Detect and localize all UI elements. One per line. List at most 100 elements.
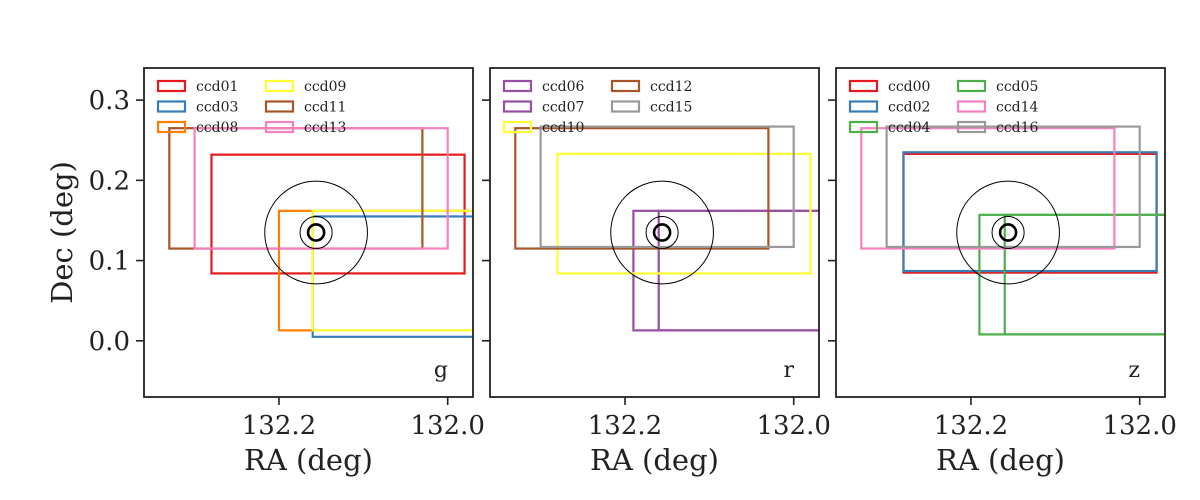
legend-label: ccd00 [888, 79, 930, 95]
legend-label: ccd05 [996, 79, 1038, 95]
target-circle [991, 215, 1025, 250]
target-circle [652, 223, 672, 242]
legend-item-ccd14: ccd14 [956, 100, 1039, 116]
plot-area-r [514, 125, 819, 332]
legend-swatch [156, 79, 187, 93]
legend-label: ccd09 [304, 79, 346, 95]
legend-item-ccd09: ccd09 [264, 79, 346, 95]
y-tick-label: 0.0 [89, 327, 130, 357]
legend-label: ccd08 [196, 120, 238, 136]
ccd-footprint-ccd15 [539, 125, 795, 249]
x-tick-label: 132.2 [934, 411, 1008, 441]
legend-item-ccd05: ccd05 [956, 79, 1038, 95]
legend-item-ccd04: ccd04 [848, 120, 931, 136]
axes-frame [835, 67, 1166, 398]
legend-label: ccd04 [888, 120, 931, 136]
legend-label: ccd07 [542, 100, 584, 116]
legend-swatch [156, 120, 187, 134]
target-circle [306, 223, 326, 242]
legend-item-ccd10: ccd10 [502, 120, 584, 136]
legend-swatch [610, 100, 641, 113]
legend-swatch [956, 100, 987, 113]
x-tick-label: 132.2 [588, 411, 662, 441]
legend-swatch [502, 100, 533, 113]
legend-item-ccd11: ccd11 [264, 100, 346, 116]
legend-item-ccd02: ccd02 [848, 100, 930, 116]
ccd-footprint-ccd06 [632, 209, 819, 332]
target-circle [998, 223, 1018, 242]
legend-label: ccd01 [196, 79, 238, 95]
legend-item-ccd08: ccd08 [156, 120, 238, 136]
target-circle [645, 215, 679, 250]
ccd-footprint-ccd11 [168, 127, 424, 250]
legend-label: ccd11 [304, 100, 346, 116]
y-tick-label: 0.3 [89, 86, 130, 116]
plot-area-z [860, 125, 1165, 336]
x-tick-label: 132.2 [242, 411, 316, 441]
band-label: r [783, 358, 794, 383]
band-label: g [434, 358, 448, 383]
axes-frame [489, 67, 820, 398]
x-tick-label: 132.0 [756, 411, 830, 441]
legend-label: ccd06 [542, 79, 585, 95]
y-tick-label: 0.1 [89, 247, 130, 277]
legend-item-ccd16: ccd16 [956, 120, 1039, 136]
ccd-footprint-ccd16 [885, 125, 1141, 249]
legend-item-ccd00: ccd00 [848, 79, 930, 95]
legend-item-ccd15: ccd15 [610, 100, 692, 116]
ccd-footprint-ccd10 [556, 152, 812, 275]
legend-swatch [156, 100, 187, 113]
ccd-footprint-ccd07 [657, 209, 819, 332]
legend-item-ccd06: ccd06 [502, 79, 585, 95]
legend-label: ccd03 [196, 100, 238, 116]
ccd-footprint-ccd14 [860, 127, 1116, 250]
plot-area-g [168, 127, 473, 338]
x-axis-label: RA (deg) [936, 443, 1065, 477]
legend-item-ccd13: ccd13 [264, 120, 346, 136]
legend-swatch [610, 79, 641, 93]
legend-item-ccd12: ccd12 [610, 79, 692, 95]
legend-label: ccd15 [650, 100, 692, 116]
legend-swatch [956, 79, 987, 93]
legend-swatch [264, 100, 295, 113]
legend-swatch [264, 120, 295, 134]
legend-label: ccd14 [996, 100, 1039, 116]
legend-swatch [264, 79, 295, 93]
x-tick-label: 132.0 [1102, 411, 1176, 441]
target-circle [264, 180, 368, 285]
legend-swatch [502, 79, 533, 93]
axes-frame [143, 67, 474, 398]
ccd-footprint-ccd00 [902, 152, 1158, 274]
y-tick-label: 0.2 [89, 166, 130, 196]
ccd-footprint-ccd04 [1003, 213, 1165, 336]
legend-item-ccd01: ccd01 [156, 79, 238, 95]
ccd-footprint-ccd05 [978, 213, 1165, 336]
target-circle [610, 180, 714, 285]
ccd-footprint-ccd13 [193, 127, 449, 250]
target-circle [299, 215, 333, 250]
ccd-footprint-ccd08 [277, 209, 473, 332]
legend-swatch [502, 120, 533, 134]
legend-swatch [956, 120, 987, 134]
target-circle [956, 180, 1060, 285]
legend-swatch [848, 120, 879, 134]
band-label: z [1128, 358, 1140, 383]
ccd-footprint-ccd02 [902, 151, 1158, 273]
x-axis-label: RA (deg) [244, 443, 373, 477]
panel-z: 132.2 132.0 RA (deg) z ccd00 ccd02 ccd04 ccd05 c… [828, 67, 1177, 477]
legend-item-ccd03: ccd03 [156, 100, 238, 116]
legend-label: ccd16 [996, 120, 1039, 136]
legend-swatch [848, 79, 879, 93]
legend-label: ccd02 [888, 100, 930, 116]
legend-label: ccd12 [650, 79, 692, 95]
legend-swatch [848, 100, 879, 113]
legend-label: ccd10 [542, 120, 584, 136]
x-tick-label: 132.0 [410, 411, 484, 441]
ccd-footprint-ccd01 [210, 153, 466, 275]
ccd-footprint-ccd09 [311, 209, 473, 332]
x-axis-label: RA (deg) [590, 443, 719, 477]
ccd-footprint-ccd03 [311, 215, 473, 338]
legend-item-ccd07: ccd07 [502, 100, 584, 116]
